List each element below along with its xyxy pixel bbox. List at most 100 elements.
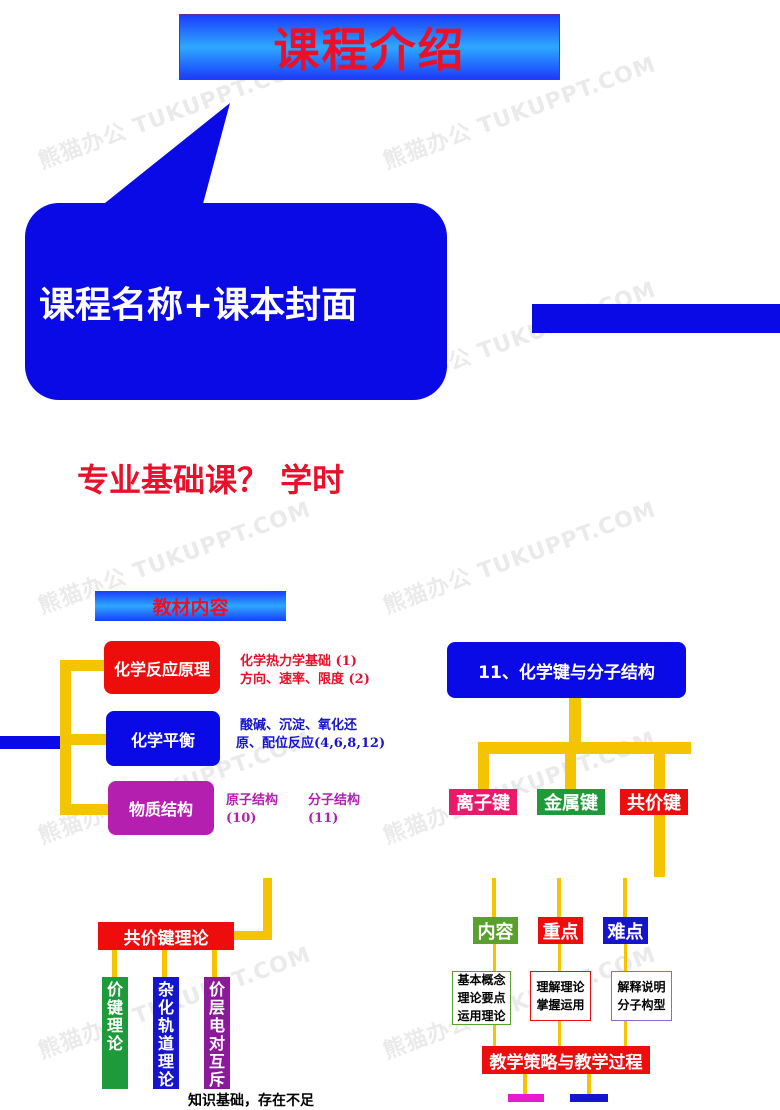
speech-bubble: 课程名称+课本封面 bbox=[25, 203, 447, 400]
connector bbox=[624, 1021, 627, 1047]
note-line: (11) bbox=[308, 811, 339, 826]
connector bbox=[624, 944, 627, 972]
column-char: 理 bbox=[106, 1016, 123, 1035]
tag-metallic-bond: 金属键 bbox=[537, 789, 605, 815]
column-hybrid-orbital-theory: 杂 化 轨 道 理 论 bbox=[153, 977, 179, 1089]
note-molecular-structure: 分子结构 (11) bbox=[308, 792, 360, 828]
note-line: 分子结构 bbox=[308, 793, 361, 808]
connector bbox=[565, 742, 576, 790]
note-line: 原子结构 bbox=[226, 793, 279, 808]
connector bbox=[569, 698, 581, 744]
connector bbox=[478, 742, 489, 790]
note-chemical-equilibrium: 酸碱、沉淀、氧化还 原、配位反应(4,6,8,12) bbox=[236, 717, 385, 753]
connector bbox=[112, 950, 117, 978]
box-line: 解释说明 bbox=[617, 980, 666, 994]
box-label: 化学反应原理 bbox=[113, 659, 210, 679]
left-blue-stub bbox=[0, 736, 60, 749]
tag-label: 难点 bbox=[607, 921, 644, 943]
box-content-details: 基本概念 理论要点 运用理论 bbox=[452, 971, 511, 1025]
chapter-title-box: 11、化学键与分子结构 bbox=[447, 642, 686, 698]
connector bbox=[492, 878, 496, 918]
note-line: 酸碱、沉淀、氧化还 bbox=[240, 718, 358, 733]
box-line: 理论要点 bbox=[457, 991, 506, 1005]
tag-label: 离子键 bbox=[456, 793, 510, 814]
strategy-label: 教学策略与教学过程 bbox=[489, 1052, 643, 1073]
connector bbox=[263, 878, 272, 940]
box-line: 基本概念 bbox=[457, 973, 506, 987]
connector bbox=[623, 878, 627, 918]
box-matter-structure: 物质结构 bbox=[108, 781, 214, 835]
tag-label: 重点 bbox=[542, 921, 579, 943]
column-char: 对 bbox=[208, 1034, 225, 1053]
tag-label: 内容 bbox=[477, 921, 514, 943]
tag-ionic-bond: 离子键 bbox=[449, 789, 517, 815]
connector bbox=[558, 944, 561, 972]
connector bbox=[212, 950, 217, 978]
note-reaction-principle: 化学热力学基础 (1) 方向、速率、限度 (2) bbox=[240, 653, 370, 689]
box-line: 运用理论 bbox=[457, 1009, 506, 1023]
tag-covalent-bond: 共价键 bbox=[620, 789, 688, 815]
column-char: 论 bbox=[106, 1034, 123, 1053]
watermark: 熊猫办公 TUKUPPT.COM bbox=[380, 727, 660, 850]
column-char: 价 bbox=[208, 980, 225, 999]
column-char: 轨 bbox=[157, 1016, 174, 1035]
connector bbox=[234, 931, 272, 940]
footer-partial-text: 知识基础，存在不足 bbox=[188, 1093, 314, 1109]
covalent-theory-label: 共价键理论 bbox=[123, 928, 209, 949]
column-char: 杂 bbox=[157, 980, 174, 999]
box-label: 物质结构 bbox=[128, 800, 193, 819]
connector bbox=[587, 1074, 591, 1094]
title-banner: 课程介绍 bbox=[179, 14, 560, 80]
column-char: 理 bbox=[157, 1052, 174, 1071]
column-char: 价 bbox=[106, 980, 123, 999]
partial-box bbox=[508, 1094, 544, 1102]
tag-difficulty: 难点 bbox=[603, 917, 648, 944]
tag-content: 内容 bbox=[473, 917, 518, 944]
box-key-point-details: 理解理论 掌握运用 bbox=[530, 971, 591, 1021]
connector bbox=[493, 1025, 496, 1047]
connector bbox=[493, 944, 496, 972]
note-line: 原、配位反应(4,6,8,12) bbox=[236, 736, 386, 751]
column-valence-bond-theory: 价 键 理 论 bbox=[102, 977, 128, 1089]
covalent-theory-bar: 共价键理论 bbox=[98, 922, 234, 950]
box-line: 分子构型 bbox=[617, 998, 666, 1012]
note-line: (10) bbox=[226, 811, 257, 826]
column-char: 层 bbox=[208, 998, 225, 1017]
connector bbox=[558, 1021, 561, 1047]
column-char: 互 bbox=[208, 1052, 225, 1071]
box-label: 化学平衡 bbox=[130, 730, 195, 750]
tag-label: 金属键 bbox=[544, 793, 598, 814]
column-char: 斥 bbox=[208, 1070, 225, 1089]
box-difficulty-details: 解释说明 分子构型 bbox=[611, 971, 672, 1021]
watermark: 熊猫办公 TUKUPPT.COM bbox=[380, 497, 660, 620]
bubble-text: 课程名称+课本封面 bbox=[39, 284, 358, 326]
course-question: 专业基础课？ 学时 bbox=[77, 461, 345, 499]
box-line: 理解理论 bbox=[536, 980, 585, 994]
column-char: 论 bbox=[157, 1070, 174, 1089]
content-label-bar: 教材内容 bbox=[95, 591, 286, 621]
column-char: 电 bbox=[208, 1016, 225, 1035]
column-vsepr: 价 层 电 对 互 斥 bbox=[204, 977, 230, 1089]
box-reaction-principle: 化学反应原理 bbox=[104, 641, 220, 694]
connector bbox=[557, 878, 561, 918]
left-bracket-middle bbox=[60, 734, 108, 745]
note-line: 化学热力学基础 (1) bbox=[240, 654, 357, 669]
chapter-title: 11、化学键与分子结构 bbox=[478, 662, 655, 683]
tag-label: 共价键 bbox=[627, 793, 681, 814]
box-chemical-equilibrium: 化学平衡 bbox=[106, 711, 220, 766]
page-title: 课程介绍 bbox=[273, 23, 466, 77]
column-char: 化 bbox=[157, 998, 174, 1017]
connector bbox=[523, 1074, 527, 1094]
strategy-bar: 教学策略与教学过程 bbox=[482, 1046, 650, 1074]
bubble-tail bbox=[90, 103, 230, 215]
note-atomic-structure: 原子结构 (10) bbox=[226, 792, 278, 828]
column-char: 道 bbox=[157, 1034, 174, 1053]
box-line: 掌握运用 bbox=[536, 998, 585, 1012]
connector bbox=[162, 950, 167, 978]
right-blue-bar bbox=[532, 304, 780, 333]
column-char: 键 bbox=[106, 998, 123, 1017]
connector bbox=[478, 742, 691, 754]
left-bracket-bottom bbox=[60, 804, 108, 815]
note-line: 方向、速率、限度 (2) bbox=[240, 672, 370, 687]
tag-key-point: 重点 bbox=[538, 917, 583, 944]
